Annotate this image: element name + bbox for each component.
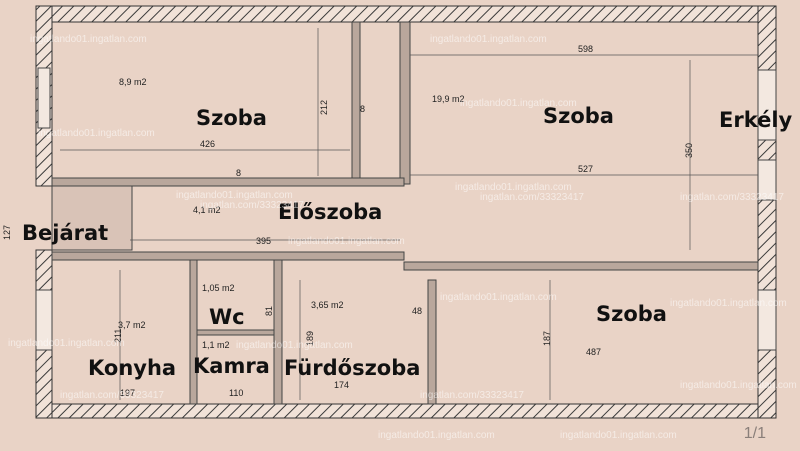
- room-label-szoba-topleft: Szoba: [196, 106, 267, 130]
- room-label-wc: Wc: [209, 305, 245, 329]
- watermark-text: ingatlando01.ingatlan.com: [460, 98, 577, 109]
- dimension-label: 350: [684, 143, 694, 158]
- room-area-wc: 1,05 m2: [202, 283, 235, 293]
- dimension-label: 127: [2, 225, 12, 240]
- room-area-furdoszoba: 3,65 m2: [311, 300, 344, 310]
- dimension-label: 212: [319, 100, 329, 115]
- watermark-text: ingatlan.com/33323417: [680, 192, 784, 203]
- watermark-text: ingatlando01.ingatlan.com: [8, 338, 125, 349]
- watermark-text: ingatlando01.ingatlan.com: [30, 34, 147, 45]
- watermark-text: ingatlando01.ingatlan.com: [176, 190, 293, 201]
- dimension-lines: [60, 28, 758, 400]
- watermark-text: ingatlando01.ingatlan.com: [670, 298, 787, 309]
- dimension-label: 211: [113, 329, 123, 343]
- dimension-label: 81: [264, 306, 274, 316]
- dimension-label: 197: [120, 388, 135, 398]
- room-label-szoba-topright: Szoba: [543, 104, 614, 128]
- room-area-konyha: 3,7 m2: [118, 320, 146, 330]
- dimension-label: 8: [360, 104, 365, 114]
- watermark-text: ingatlando01.ingatlan.com: [38, 128, 155, 139]
- dimension-label: 487: [586, 347, 601, 357]
- room-area-szoba-topright: 19,9 m2: [432, 94, 465, 104]
- watermark-text: ingatlando01.ingatlan.com: [378, 430, 495, 441]
- room-area-kamra: 1,1 m2: [202, 340, 230, 350]
- room-area-szoba-topleft: 8,9 m2: [119, 77, 147, 87]
- room-label-eloszoba: Előszoba: [278, 200, 382, 224]
- dimension-label: 598: [578, 44, 593, 54]
- dimension-label: 174: [334, 380, 349, 390]
- watermark-text: ingatlando01.ingatlan.com: [288, 236, 405, 247]
- watermark-text: ingatlando01.ingatlan.com: [680, 380, 797, 391]
- room-label-kamra: Kamra: [193, 354, 270, 378]
- watermark-text: ingatlan.com/33323417: [480, 192, 584, 203]
- watermark-text: ingatlando01.ingatlan.com: [455, 182, 572, 193]
- watermark-text: ingatlando01.ingatlan.com: [440, 292, 557, 303]
- watermark-text: ingatlando01.ingatlan.com: [430, 34, 547, 45]
- room-label-bejarat: Bejárat: [22, 221, 108, 245]
- dimension-label: 189: [305, 331, 315, 346]
- dimension-label: 110: [229, 388, 243, 398]
- watermark-text: ingatlan.com/33323417: [420, 390, 524, 401]
- watermark-text: ingatlando01.ingatlan.com: [560, 430, 677, 441]
- interior-walls: [51, 21, 759, 405]
- room-label-szoba-bottomright: Szoba: [596, 302, 667, 326]
- room-label-erkely: Erkély: [719, 108, 793, 132]
- dimension-label: 395: [256, 236, 271, 246]
- dimension-label: 426: [200, 139, 215, 149]
- watermark-text: ingatlando01.ingatlan.com: [236, 340, 353, 351]
- dimension-label: 48: [412, 306, 422, 316]
- dimension-label: 187: [542, 331, 552, 346]
- room-label-furdoszoba: Fürdőszoba: [284, 356, 420, 380]
- room-area-eloszoba: 4,1 m2: [193, 205, 221, 215]
- dimension-label: 8: [236, 168, 241, 178]
- watermarks: ingatlando01.ingatlan.com ingatlando01.i…: [8, 34, 797, 441]
- watermark-text: ingatlan.com/33323417: [60, 390, 164, 401]
- watermark-text: ingatlan.com/33323417: [200, 200, 304, 211]
- windows: [35, 67, 777, 351]
- room-label-konyha: Konyha: [88, 356, 176, 380]
- dimension-label: 527: [578, 164, 593, 174]
- page-number: 1/1: [743, 425, 766, 442]
